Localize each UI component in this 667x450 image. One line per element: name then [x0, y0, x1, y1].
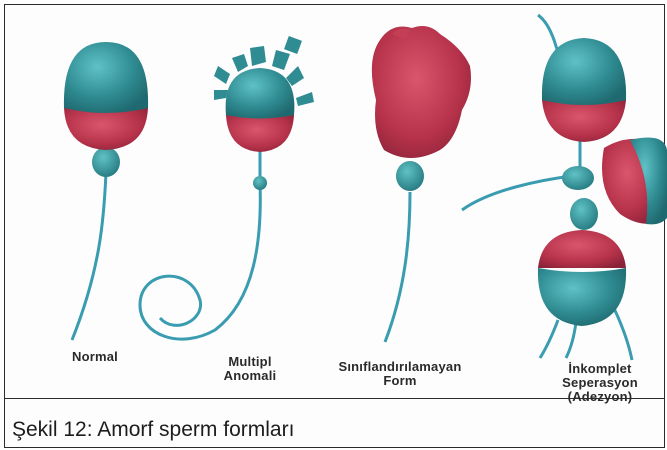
label-unclassified: Sınıflandırılamayan Form [315, 360, 485, 388]
label-unclassified-line2: Form [315, 374, 485, 388]
label-normal-text: Normal [55, 350, 135, 364]
label-multiple-line2: Anomali [205, 369, 295, 383]
incomplete-separation-sperm [462, 15, 667, 360]
normal-acrosome [64, 42, 148, 113]
multiple-acrosome [226, 68, 295, 119]
unclassified-head [372, 26, 471, 158]
caption-divider [4, 398, 665, 399]
unclassified-midpiece [396, 161, 424, 191]
normal-nucleus [64, 108, 148, 150]
label-incomplete-line3: (Adezyon) [540, 390, 660, 404]
multiple-midpiece [253, 176, 267, 190]
label-incomplete-line2: Seperasyon [540, 376, 660, 390]
normal-sperm [64, 42, 148, 340]
label-unclassified-line1: Sınıflandırılamayan [315, 360, 485, 374]
multiple-anomaly-sperm [140, 36, 314, 339]
unclassified-sperm [372, 26, 471, 342]
label-incomplete-line1: İnkomplet [540, 362, 660, 376]
label-normal: Normal [55, 350, 135, 364]
label-multiple-line1: Multipl [205, 355, 295, 369]
unclassified-tail [385, 192, 410, 342]
figure-caption: Şekil 12: Amorf sperm formları [12, 418, 294, 442]
normal-midpiece [92, 147, 120, 177]
multiple-nucleus [226, 115, 294, 152]
multiple-tail [140, 182, 260, 339]
label-multiple-anomaly: Multipl Anomali [205, 355, 295, 383]
normal-tail [72, 172, 106, 340]
